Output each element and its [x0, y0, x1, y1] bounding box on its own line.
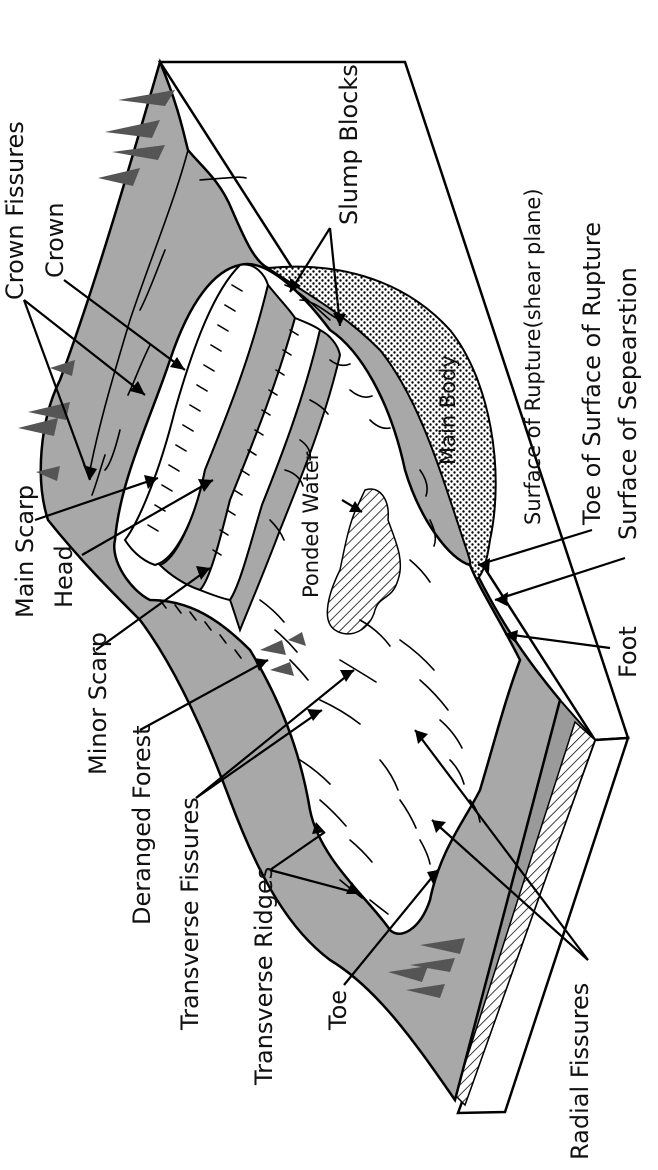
tree-icons: [18, 90, 465, 998]
label-toe: Toe: [324, 990, 352, 1031]
label-ponded-water: Ponded Water: [299, 451, 323, 598]
label-radial-fissures: Radial Fissures: [566, 983, 594, 1160]
label-minor-scarp: Minor Scarp: [84, 632, 112, 775]
label-toe-of-surface-of-rupture: Toe of Surface of Rupture: [578, 222, 606, 526]
arrowheads: [83, 278, 518, 894]
scarp-texture: [147, 284, 299, 659]
label-surface-of-separation: Surface of Sepearstion: [614, 267, 642, 540]
label-transverse-fissures: Transverse Fissures: [176, 797, 204, 1031]
label-crown-fissures: Crown Fissures: [1, 121, 29, 300]
ponded-water: [326, 488, 402, 635]
label-main-scarp: Main Scarp: [11, 485, 39, 618]
label-foot: Foot: [614, 626, 642, 678]
label-slump-blocks: Slump Blocks: [335, 64, 363, 225]
head-block-2-top: [228, 328, 342, 633]
label-head: Head: [50, 545, 78, 608]
label-deranged-forest: Deranged Forest: [128, 725, 156, 925]
label-surface-of-rupture: Surface of Rupture(shear plane): [521, 188, 545, 525]
label-crown: Crown: [41, 202, 69, 278]
label-main-body: Main Body: [436, 355, 460, 465]
label-transverse-ridges: Transverse Ridges: [250, 867, 278, 1086]
slide-fissures: [259, 359, 481, 915]
leader-lines: [22, 227, 626, 986]
soil-layer-hatched: [454, 720, 596, 1107]
crown-fissure-lines: [89, 149, 247, 496]
